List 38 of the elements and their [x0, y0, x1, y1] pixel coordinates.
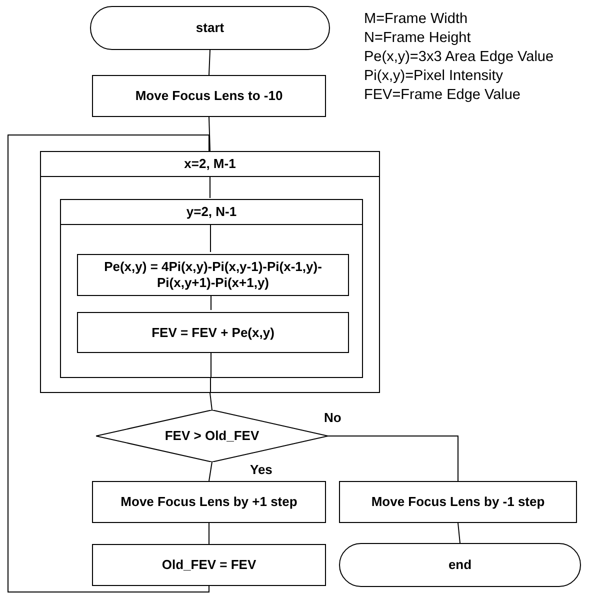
process-box — [92, 75, 326, 117]
connector-line — [208, 50, 210, 76]
legend-note: M=Frame Width — [364, 10, 469, 29]
node-text: x=2, M-1 — [184, 156, 236, 172]
legend-note: Pe(x,y)=3x3 Area Edge Value — [364, 48, 554, 67]
legend-note: FEV=Frame Edge Value — [364, 86, 522, 105]
node-text: FEV > Old_FEV — [164, 428, 260, 444]
process-box — [77, 312, 349, 353]
connector-line — [210, 392, 212, 410]
node-text: end — [448, 557, 472, 573]
connector-line — [8, 134, 210, 592]
loop-block — [40, 151, 380, 393]
terminator-shape — [339, 543, 581, 587]
connector-line — [210, 350, 212, 378]
connector-line — [210, 294, 212, 310]
connector-line — [210, 222, 211, 252]
node-text: Old_FEV = FEV — [162, 557, 256, 573]
terminator-shape — [90, 6, 330, 50]
process-box — [77, 254, 349, 296]
connector-line — [328, 436, 458, 482]
connector-line — [208, 522, 210, 544]
connector-line — [210, 376, 211, 394]
connector-line — [208, 116, 210, 152]
node-text: y=2, N-1 — [186, 204, 237, 220]
legend-note: Pi(x,y)=Pixel Intensity — [364, 67, 504, 86]
node-text: Pe(x,y) = 4Pi(x,y)-Pi(x,y-1)-Pi(x-1,y)- Pi(x,y+1)-Pi(x+1,y) — [103, 259, 323, 291]
loop-block — [60, 199, 363, 378]
node-text: Move Focus Lens to -10 — [135, 88, 283, 104]
connector-line — [208, 462, 212, 482]
connector-line — [458, 522, 460, 544]
legend-note: N=Frame Height — [364, 29, 472, 48]
node-text: start — [196, 20, 224, 36]
node-text: Move Focus Lens by +1 step — [120, 494, 298, 510]
node-text: FEV = FEV + Pe(x,y) — [152, 324, 274, 340]
process-box — [92, 544, 326, 586]
process-box — [92, 481, 326, 523]
node-text: Move Focus Lens by -1 step — [371, 494, 545, 510]
process-box — [339, 481, 577, 523]
